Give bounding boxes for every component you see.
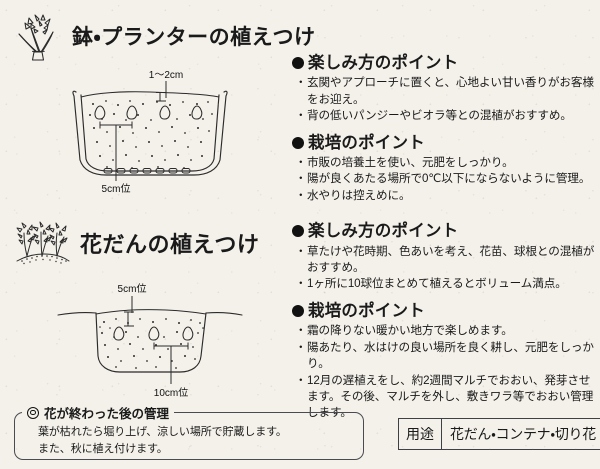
aftercare-panel: 花が終わった後の管理 葉が枯れたら堀り上げ、涼しい場所で貯蔵します。 また、秋に… <box>14 403 364 460</box>
section-heading-pot-planter: 鉢・プランターの植えつけ <box>12 14 316 62</box>
point-block-pot-enjoy: 楽しみ方のポイント 玄関やアプローチに置くと、心地よい甘い香りがお客様をお迎え。… <box>292 52 598 125</box>
flowerbed-spacing-label: 10cm位 <box>154 386 188 399</box>
point-heading: 栽培のポイント <box>292 300 598 322</box>
point-heading-text: 楽しみ方のポイント <box>308 222 459 241</box>
flower-bed-icon <box>12 220 72 270</box>
filled-circle-bullet-icon <box>292 57 304 70</box>
aftercare-body: 葉が枯れたら堀り上げ、涼しい場所で貯蔵します。 また、秋に植え付けます。 <box>38 424 354 457</box>
list-item: 水やりは控えめに。 <box>295 188 598 205</box>
section-title: 花だんの植えつけ <box>80 231 260 257</box>
point-heading: 栽培のポイント <box>292 132 598 154</box>
point-block-bed-enjoy: 楽しみ方のポイント 草たけや花時期、色あいを考え、花苗、球根との混植がおすすめ。… <box>292 220 598 293</box>
filled-circle-bullet-icon <box>292 305 304 317</box>
aftercare-legend: 花が終わった後の管理 <box>22 403 175 422</box>
aftercare-line: また、秋に植え付けます。 <box>38 442 168 455</box>
point-block-bed-grow: 栽培のポイント 霜の降りない暖かい地方で楽しめます。 陽あたり、水はけの良い場所… <box>292 300 598 422</box>
list-item: 背の低いパンジーやビオラ等との混植がおすすめ。 <box>295 108 598 125</box>
section-heading-flower-bed: 花だんの植えつけ <box>12 220 259 270</box>
aftercare-legend-text: 花が終わった後の管理 <box>44 407 170 421</box>
point-item-list: 霜の降りない暖かい地方で楽しめます。 陽あたり、水はけの良い場所を良く耕し、元肥… <box>292 323 598 422</box>
point-heading-text: 栽培のポイント <box>308 133 425 152</box>
point-item-list: 草たけや花時期、色あいを考え、花苗、球根との混植がおすすめ。 1ヶ所に10球位ま… <box>292 244 598 294</box>
list-item: 草たけや花時期、色あいを考え、花苗、球根との混植がおすすめ。 <box>295 244 598 277</box>
point-heading: 楽しみ方のポイント <box>292 220 598 242</box>
list-item: 陽あたり、水はけの良い場所を良く耕し、元肥をしっかり。 <box>295 340 598 373</box>
aftercare-box-border <box>14 412 364 460</box>
aftercare-line: 葉が枯れたら堀り上げ、涼しい場所で貯蔵します。 <box>38 426 287 438</box>
usage-table: 用途 花だん・コンテナ・切り花 <box>398 418 600 450</box>
point-block-pot-grow: 栽培のポイント 市販の培養土を使い、元肥をしっかり。 陽が良くあたる場所で0℃以… <box>292 132 598 205</box>
double-circle-icon <box>27 406 39 419</box>
potted-flower-icon <box>12 14 64 62</box>
point-heading: 楽しみ方のポイント <box>292 52 598 74</box>
planter-spacing-label: 5cm位 <box>102 182 131 195</box>
point-heading-text: 栽培のポイント <box>308 301 425 320</box>
list-item: 霜の降りない暖かい地方で楽しめます。 <box>295 323 598 340</box>
section-title: 鉢・プランターの植えつけ <box>72 26 316 50</box>
list-item: 12月の遅植えをし、約2週間マルチでおおい、発芽させます。その後、マルチを外し、… <box>295 373 598 422</box>
list-item: 1ヶ所に10球位まとめて植えるとボリューム満点。 <box>295 276 598 293</box>
filled-circle-bullet-icon <box>292 136 304 149</box>
planter-depth-label: 1〜2cm <box>149 70 183 81</box>
usage-value: 花だん・コンテナ・切り花 <box>450 426 596 442</box>
planter-cross-section-diagram: 1〜2cm 5cm位 <box>60 68 240 201</box>
list-item: 玄関やアプローチに置くと、心地よい甘い香りがお客様をお迎え。 <box>295 75 598 108</box>
left-column: 鉢・プランターの植えつけ <box>0 0 315 400</box>
point-item-list: 玄関やアプローチに置くと、心地よい甘い香りがお客様をお迎え。 背の低いパンジーや… <box>292 75 598 125</box>
section-spacer <box>292 211 598 220</box>
point-item-list: 市販の培養土を使い、元肥をしっかり。 陽が良くあたる場所で0℃以下にならないよう… <box>292 155 598 205</box>
point-heading-text: 楽しみ方のポイント <box>308 54 459 72</box>
points-column: 楽しみ方のポイント 玄関やアプローチに置くと、心地よい甘い香りがお客様をお迎え。… <box>292 52 598 429</box>
filled-circle-bullet-icon <box>292 225 304 238</box>
list-item: 陽が良くあたる場所で0℃以下にならないように管理。 <box>295 171 598 188</box>
list-item: 市販の培養土を使い、元肥をしっかり。 <box>295 155 598 172</box>
usage-label: 用途 <box>399 419 442 449</box>
flowerbed-depth-label: 5cm位 <box>118 282 147 295</box>
flowerbed-cross-section-diagram: 5cm位 10cm位 <box>40 278 255 405</box>
